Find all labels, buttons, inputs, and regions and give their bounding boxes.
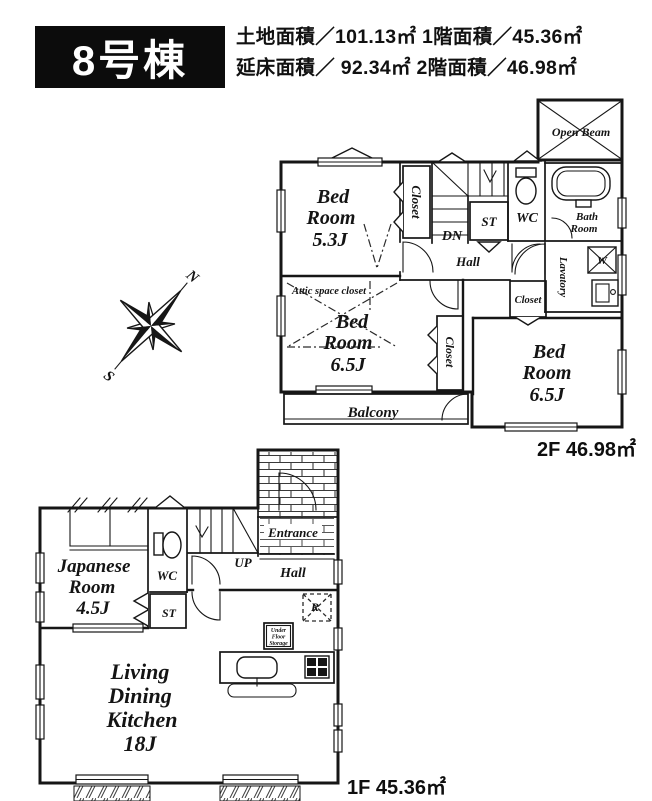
sink-icon [236,656,278,687]
svg-text:UP: UP [234,555,252,570]
svg-text:6.5J: 6.5J [530,384,566,406]
svg-text:Floor: Floor [272,635,286,641]
deck-terrace [73,785,301,801]
svg-text:6.5J: 6.5J [331,354,367,376]
hall-2f-label: Hall [455,254,480,269]
stair-arrow-icon [483,169,497,184]
floor1-windows [35,552,343,785]
bathroom: Bath Room [551,166,611,239]
refrigerator-icon: R [302,593,332,622]
svg-text:Room: Room [522,362,572,384]
floor2-plan: Bed Room 5.3J Closet [276,98,636,461]
svg-text:Bath: Bath [575,211,598,223]
toilet-icon [153,531,182,559]
room-bedroom-6-5j-right: Bed Room 6.5J [522,341,572,406]
stair-arrow-icon [195,525,209,539]
floor1-plan: Entrance Japanese Room 4.5J WC [35,448,446,801]
entrance: Entrance [264,472,322,540]
building-number-banner: 8号棟 [35,26,225,88]
wc-2f: WC [511,167,541,273]
svg-text:Room: Room [306,207,356,229]
room-bedroom-6-5j-left: Attic space closet Bed Room 6.5J [286,280,459,376]
svg-text:18J: 18J [124,731,158,756]
under-floor-storage: Under Floor Storage [263,622,294,650]
area-summary: 土地面積／101.13㎡ 1階面積／45.36㎡ 延床面積／ 92.34㎡ 2階… [236,22,582,84]
closet-2f-left: Closet [393,181,434,273]
svg-text:Room: Room [68,577,115,598]
room-ldk-18j: Living Dining Kitchen 18J [106,659,178,756]
washer-icon: W [587,246,617,274]
svg-text:Living: Living [110,659,170,684]
svg-text:Balcony: Balcony [347,405,399,421]
svg-text:Room: Room [570,223,598,235]
kitchen-counter [219,651,335,698]
door-arc [551,217,573,239]
svg-text:WC: WC [157,568,178,583]
closet-2f-middle: Closet [509,243,547,326]
svg-text:Open Beam: Open Beam [552,125,610,139]
storage-2f: ST [469,201,509,253]
svg-text:Closet: Closet [443,337,457,368]
svg-text:Closet: Closet [515,295,543,306]
door-arc [441,393,469,421]
svg-text:Room: Room [323,332,373,354]
svg-text:Kitchen: Kitchen [106,707,178,732]
vanity-sink-icon [591,279,619,307]
svg-text:Bed: Bed [335,311,369,333]
counter-front-edge [227,683,297,698]
door-arc [191,555,221,585]
svg-text:W: W [597,255,608,267]
svg-text:Lavatory: Lavatory [557,256,569,297]
svg-text:R: R [310,600,319,614]
svg-text:ST: ST [481,214,497,229]
floor-area-line: 延床面積／ 92.34㎡ 2階面積／46.98㎡ [236,57,577,79]
closet-2f-right: Closet [427,315,464,391]
bathtub-icon [551,166,611,208]
building-number-label: 8号棟 [71,36,189,84]
door-arc [402,241,434,273]
toilet-icon [515,167,537,205]
hall-1f-label: Hall [279,566,306,581]
compass-north-label: N [182,267,202,288]
svg-text:Entrance: Entrance [267,525,318,540]
compass-south-label: S [100,368,117,386]
floor2-windows [276,157,627,432]
svg-text:4.5J: 4.5J [75,598,110,619]
door-arc [278,472,317,511]
door-arc [514,243,546,275]
svg-text:DN: DN [441,229,463,244]
stairs-up: UP [195,507,259,570]
svg-text:Under: Under [271,628,287,634]
wc-1f: WC [153,531,182,583]
floor2-area-label: 2F 46.98㎡ [537,437,636,461]
balcony: Balcony [283,393,469,425]
stove-icon [304,655,330,679]
door-arc [429,280,459,310]
floor1-walls [38,448,340,785]
svg-text:Storage: Storage [269,641,288,647]
hanger-pipe-mark [363,223,392,269]
door-arc [191,591,221,621]
open-beam: Open Beam [539,101,621,159]
stairs-down: DN [431,162,509,244]
svg-text:Japanese: Japanese [57,556,131,577]
roof-vent-icons-1f [67,495,187,513]
lavatory: Lavatory W [557,246,619,307]
floor1-area-label: 1F 45.36㎡ [347,775,446,799]
compass-rose: N S [100,267,202,386]
svg-text:Closet: Closet [409,185,424,219]
door-arc [511,243,541,273]
room-japanese-4-5j: Japanese Room 4.5J [57,556,131,619]
svg-text:Bed: Bed [316,186,350,208]
svg-text:ST: ST [162,606,177,620]
room-bedroom-5-3j: Bed Room 5.3J [306,186,392,269]
svg-text:5.3J: 5.3J [313,229,349,251]
svg-text:Dining: Dining [107,683,172,708]
svg-text:Bed: Bed [532,341,566,363]
svg-text:WC: WC [516,211,538,226]
land-area-line: 土地面積／101.13㎡ 1階面積／45.36㎡ [236,26,583,48]
storage-1f: ST [132,592,187,629]
svg-text:Attic space closet: Attic space closet [291,286,367,297]
